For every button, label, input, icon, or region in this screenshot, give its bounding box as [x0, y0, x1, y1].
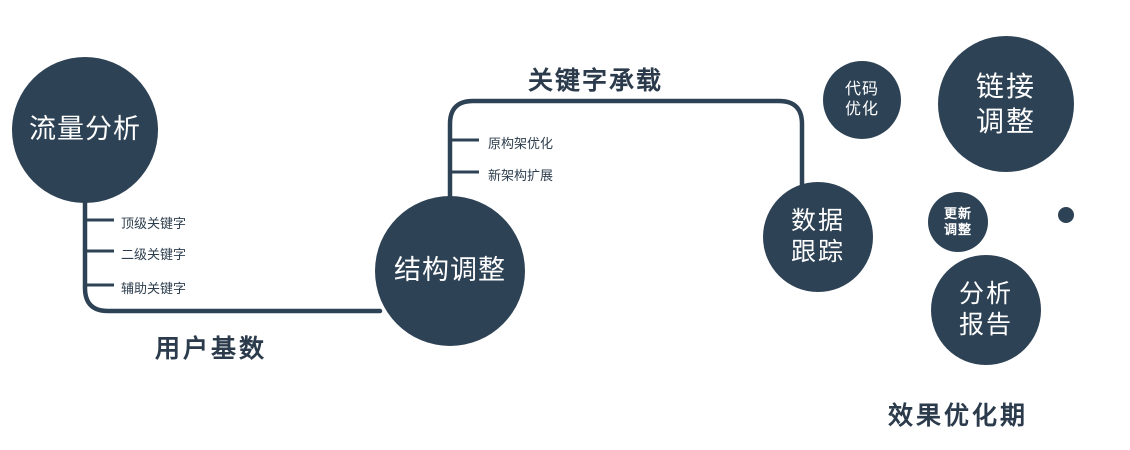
node-code-optimization: 代码 优化 — [823, 61, 901, 139]
node-code-optimization-line2: 优化 — [844, 101, 879, 118]
connector-structure-to-tracking — [447, 98, 805, 205]
node-structure-adjustment: 结构调整 — [375, 196, 525, 346]
tick-label-aux-keywords: 辅助关键字 — [121, 281, 187, 296]
edge-label-user-base: 用户基数 — [155, 335, 268, 363]
edge-label-effect-optimization-period: 效果优化期 — [888, 402, 1029, 430]
node-traffic-analysis-label: 流量分析 — [29, 114, 141, 145]
node-data-tracking-line2: 跟踪 — [790, 238, 845, 266]
node-link-adjustment-line2: 调整 — [975, 106, 1036, 137]
node-link-adjustment: 链接 调整 — [938, 36, 1074, 172]
node-link-adjustment-line1: 链接 — [975, 71, 1036, 102]
tick-label-top-keywords: 顶级关键字 — [121, 216, 187, 231]
node-analysis-report-line1: 分析 — [958, 279, 1013, 308]
node-structure-adjustment-label: 结构调整 — [394, 255, 506, 286]
node-data-tracking-line1: 数据 — [790, 206, 845, 235]
node-analysis-report: 分析 报告 — [931, 255, 1041, 365]
node-traffic-analysis: 流量分析 — [12, 57, 158, 203]
edge-label-keyword-carrying: 关键字承载 — [528, 67, 664, 95]
node-data-tracking: 数据 跟踪 — [763, 182, 873, 292]
connector-traffic-to-structure — [82, 187, 383, 314]
tick-label-new-architecture: 新架构扩展 — [488, 168, 554, 183]
node-analysis-report-line2: 报告 — [958, 311, 1013, 339]
node-small-dot — [1058, 207, 1074, 223]
node-code-optimization-line1: 代码 — [844, 81, 879, 98]
node-update-adjustment-line2: 调整 — [943, 222, 972, 237]
tick-label-second-keywords: 二级关键字 — [121, 247, 187, 262]
node-update-adjustment-line1: 更新 — [943, 205, 972, 221]
tick-label-original-architecture: 原构架优化 — [488, 136, 554, 151]
node-update-adjustment: 更新 调整 — [928, 192, 988, 252]
